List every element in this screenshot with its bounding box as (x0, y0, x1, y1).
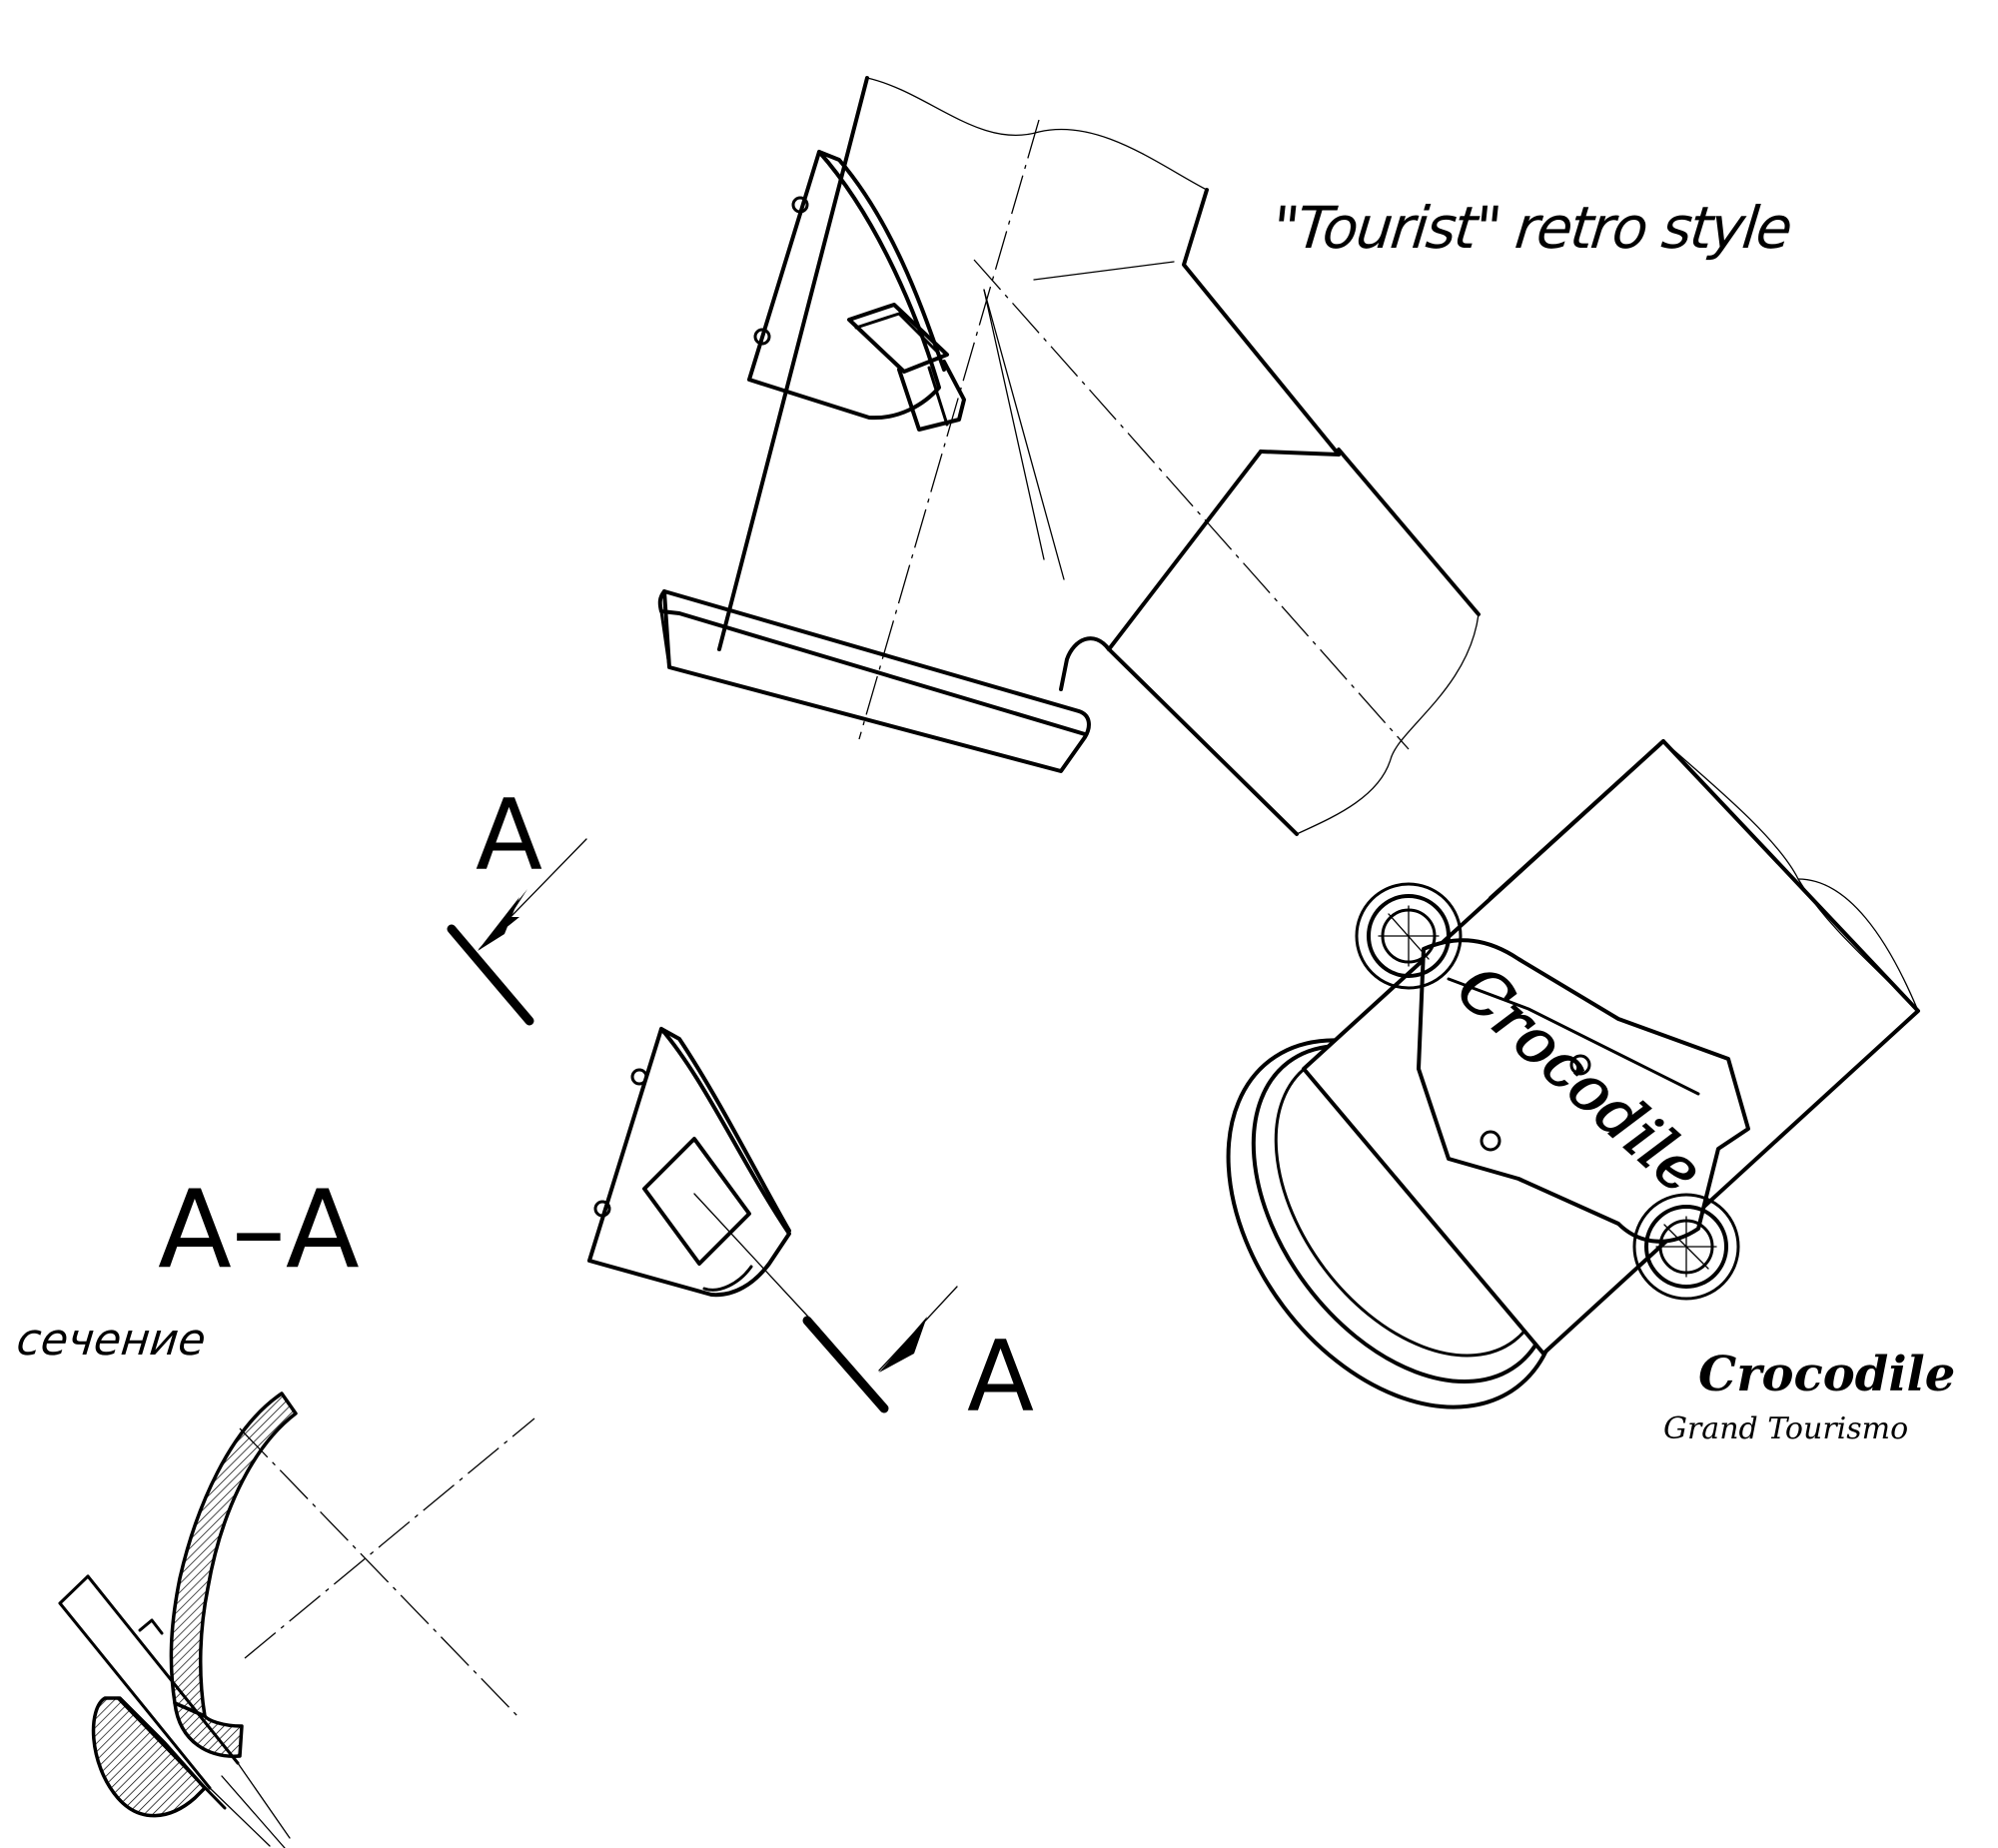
tube-neck (1059, 636, 1111, 691)
clamp-shoe-top (747, 150, 966, 432)
centre-lines-top (858, 119, 1410, 750)
brand-name: Crocodile (1698, 1347, 1955, 1402)
section-view-caption: сечение (14, 1315, 208, 1366)
section-letter-upper: A (476, 779, 542, 893)
section-letter-lower: A (967, 1321, 1034, 1434)
section-mark-lower: A (802, 1286, 1034, 1434)
section-mark-upper: A (447, 779, 587, 1026)
clamp-shoe-detail (587, 1027, 820, 1330)
lower-tube (1107, 448, 1481, 836)
section-view-label: A–A (158, 1168, 360, 1293)
brand-mark: Crocodile Grand Tourismo (1663, 1347, 1955, 1446)
pivot-bolt-upper (1355, 882, 1463, 990)
drawing-title: "Tourist" retro style (1269, 194, 1795, 262)
seatpost-assembly-top (657, 76, 1481, 836)
saddle-base-plate (657, 589, 1091, 773)
clamp-assembly-right: Crocodile (1226, 739, 1920, 1409)
pivot-bolt-lower (1632, 1193, 1740, 1301)
section-view-aa (58, 1391, 535, 1848)
brand-tagline: Grand Tourismo (1663, 1411, 1908, 1446)
upper-tube (717, 76, 1341, 651)
